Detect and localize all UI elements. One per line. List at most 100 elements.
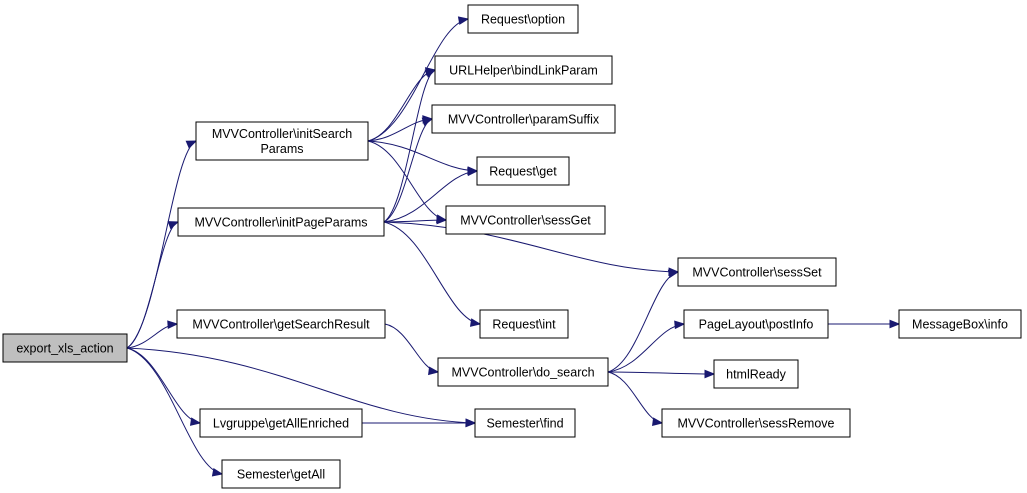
- node-label: Lvgruppe\getAllEnriched: [213, 417, 349, 431]
- node-label: PageLayout\postInfo: [699, 318, 814, 332]
- node-postinfo[interactable]: PageLayout\postInfo: [683, 309, 829, 339]
- edge-dosearch-to-htmlready: [607, 369, 716, 379]
- edge-initsearch-to-reqget: [367, 140, 479, 175]
- node-box[interactable]: [467, 4, 579, 34]
- node-label: Semester\find: [486, 417, 563, 431]
- arrowhead-icon: [704, 369, 716, 379]
- arrowhead-icon: [465, 418, 477, 428]
- node-bindlink[interactable]: URLHelper\bindLinkParam: [434, 55, 613, 85]
- arrowhead-icon: [467, 167, 479, 177]
- edge-line: [607, 371, 663, 424]
- node-box[interactable]: [898, 309, 1022, 339]
- arrowhead-icon: [167, 221, 180, 230]
- node-box[interactable]: [713, 359, 799, 389]
- call-graph-edges: [126, 16, 901, 477]
- node-label: MessageBox\info: [912, 318, 1008, 332]
- arrowhead-icon: [889, 319, 901, 329]
- edge-line: [383, 170, 478, 223]
- node-label: MVVController\sessSet: [692, 266, 822, 280]
- arrowhead-icon: [421, 117, 434, 126]
- node-export[interactable]: export_xls_action: [2, 333, 128, 363]
- edge-initpage-to-reqget: [383, 167, 479, 223]
- arrowhead-icon: [424, 69, 437, 78]
- edge-line: [383, 221, 481, 325]
- edge-initpage-to-reqint: [383, 221, 482, 327]
- node-label: MVVController\sessGet: [460, 214, 591, 228]
- node-label: htmlReady: [726, 368, 786, 382]
- node-getsearchresult[interactable]: MVVController\getSearchResult: [176, 309, 386, 339]
- arrowhead-icon: [436, 215, 448, 225]
- node-box[interactable]: [195, 121, 369, 161]
- node-box[interactable]: [437, 357, 609, 387]
- edge-initpage-to-paramsuffix: [383, 117, 434, 223]
- edge-dosearch-to-postinfo: [607, 320, 686, 373]
- edge-line: [383, 69, 436, 223]
- node-lvgruppe[interactable]: Lvgruppe\getAllEnriched: [199, 408, 363, 438]
- node-box[interactable]: [683, 309, 829, 339]
- node-initpage[interactable]: MVVController\initPageParams: [177, 207, 385, 237]
- node-box[interactable]: [176, 309, 386, 339]
- node-paramsuffix[interactable]: MVVController\paramSuffix: [431, 104, 616, 134]
- edge-postinfo-to-msginfo: [828, 319, 901, 329]
- node-reqint[interactable]: Request\int: [479, 309, 569, 339]
- edge-getsearchresult-to-dosearch: [384, 323, 440, 376]
- node-label: MVVController\initPageParams: [195, 216, 368, 230]
- node-box[interactable]: [445, 205, 606, 235]
- arrowhead-icon: [457, 16, 470, 25]
- edge-line: [383, 118, 433, 223]
- edge-line: [384, 323, 439, 373]
- node-label: Request\get: [489, 165, 557, 179]
- arrowhead-icon: [189, 417, 202, 426]
- arrowhead-icon: [652, 417, 664, 427]
- node-reqget[interactable]: Request\get: [476, 156, 570, 186]
- node-sessremove[interactable]: MVVController\sessRemove: [661, 408, 851, 438]
- node-sessget[interactable]: MVVController\sessGet: [445, 205, 606, 235]
- node-label: Params: [260, 142, 303, 156]
- node-label: MVVController\initSearch: [212, 127, 352, 141]
- edge-line: [607, 371, 715, 375]
- node-option[interactable]: Request\option: [467, 4, 579, 34]
- node-box[interactable]: [476, 156, 570, 186]
- node-box[interactable]: [199, 408, 363, 438]
- node-label: Semester\getAll: [237, 468, 325, 482]
- node-box[interactable]: [434, 55, 613, 85]
- node-htmlready[interactable]: htmlReady: [713, 359, 799, 389]
- node-find[interactable]: Semester\find: [474, 408, 576, 438]
- edge-line: [126, 347, 223, 475]
- edge-export-to-getsearchresult: [126, 320, 179, 349]
- node-dosearch[interactable]: MVVController\do_search: [437, 357, 609, 387]
- node-box[interactable]: [661, 408, 851, 438]
- edge-line: [126, 221, 179, 349]
- edge-export-to-initpage: [126, 221, 180, 349]
- node-sessset[interactable]: MVVController\sessSet: [677, 257, 837, 287]
- node-box[interactable]: [677, 257, 837, 287]
- arrowhead-icon: [428, 366, 440, 376]
- edge-dosearch-to-sessremove: [607, 371, 664, 427]
- arrowhead-icon: [674, 320, 686, 330]
- arrowhead-icon: [185, 140, 198, 149]
- arrowhead-icon: [469, 318, 482, 327]
- node-label: export_xls_action: [16, 342, 113, 356]
- node-label: Request\option: [481, 13, 565, 27]
- node-box[interactable]: [2, 333, 128, 363]
- edge-initpage-to-bindlink: [383, 69, 437, 223]
- node-label: URLHelper\bindLinkParam: [449, 64, 598, 78]
- node-box[interactable]: [221, 459, 341, 489]
- edge-lvgruppe-to-find: [362, 418, 477, 428]
- edge-line: [383, 221, 679, 273]
- arrowhead-icon: [667, 269, 680, 279]
- arrowhead-icon: [167, 320, 179, 329]
- edge-line: [126, 347, 476, 424]
- node-box[interactable]: [474, 408, 576, 438]
- node-getall[interactable]: Semester\getAll: [221, 459, 341, 489]
- node-label: Request\int: [492, 318, 556, 332]
- node-box[interactable]: [431, 104, 616, 134]
- node-box[interactable]: [479, 309, 569, 339]
- arrowhead-icon: [211, 467, 224, 477]
- node-label: MVVController\sessRemove: [678, 417, 835, 431]
- node-msginfo[interactable]: MessageBox\info: [898, 309, 1022, 339]
- edge-line: [607, 271, 679, 373]
- node-box[interactable]: [177, 207, 385, 237]
